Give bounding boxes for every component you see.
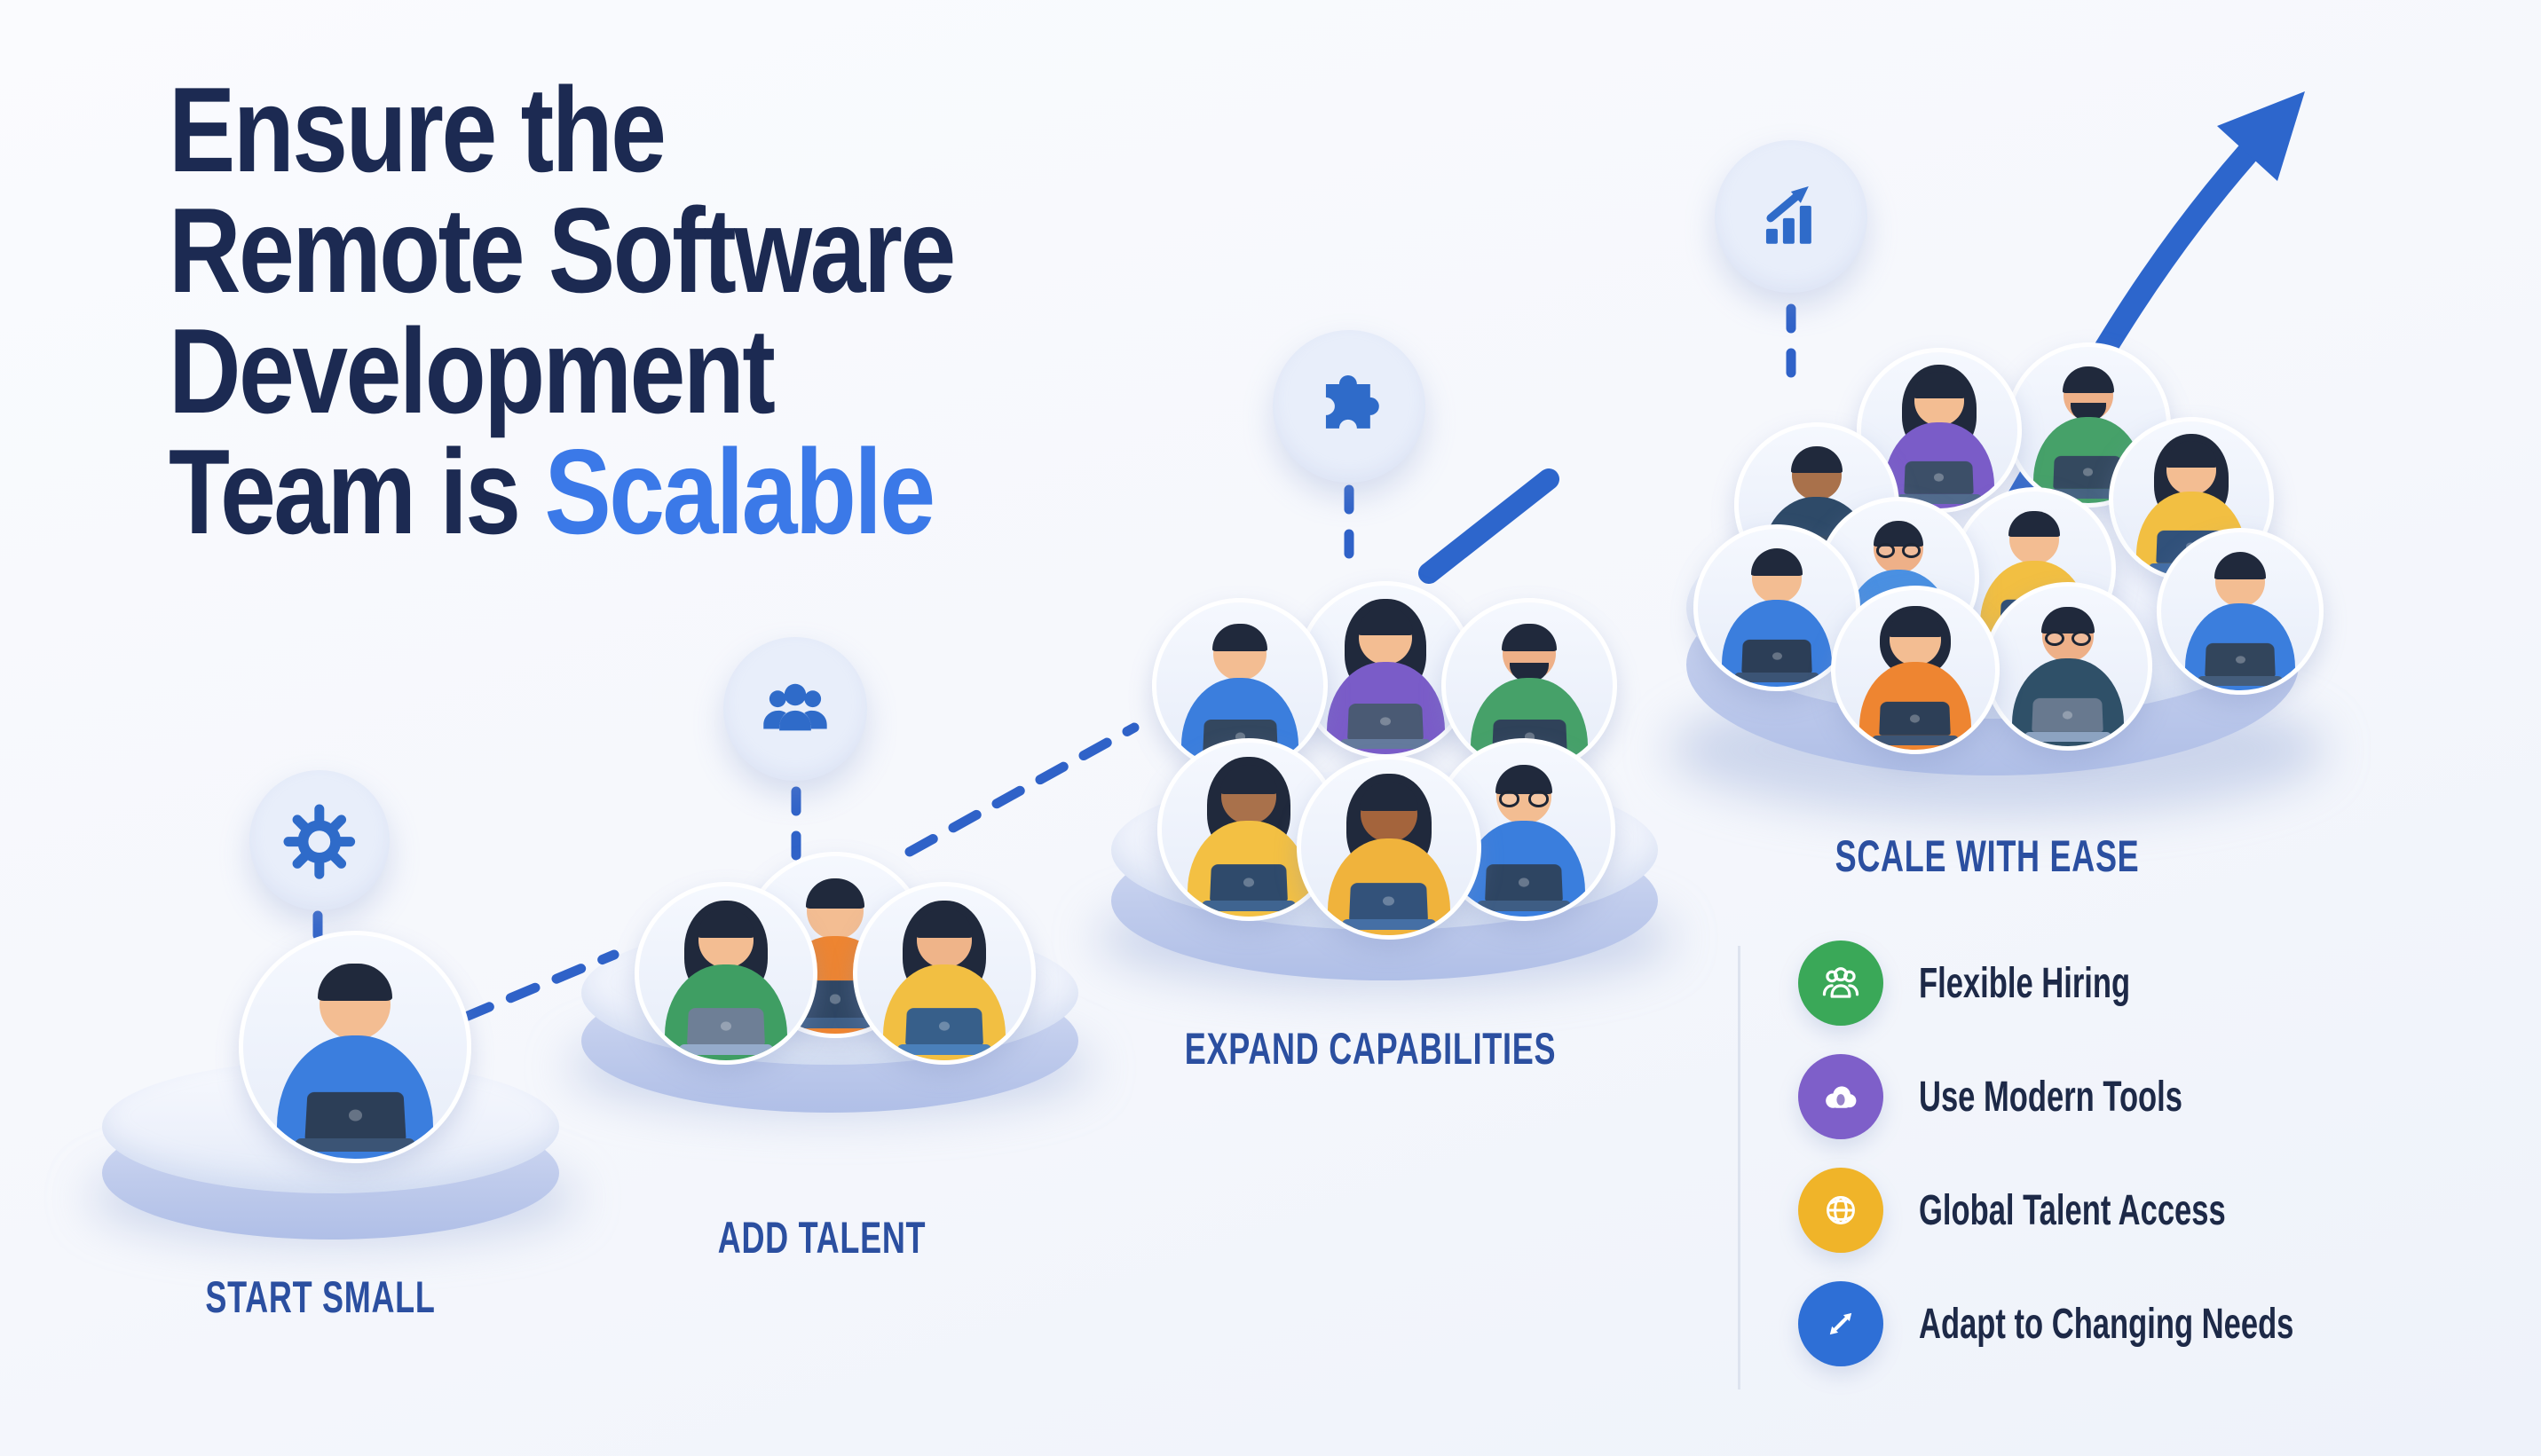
laptop-base: [2024, 731, 2111, 742]
avatar: [635, 882, 817, 1065]
growth-chart-badge: [1715, 140, 1867, 293]
team-badge: [723, 637, 867, 781]
team-member: [1297, 755, 1481, 940]
trend-segment: [1418, 468, 1559, 584]
avatar: [1831, 586, 2000, 754]
puzzle-badge: [1273, 330, 1425, 483]
laptop-icon: [2205, 642, 2276, 677]
team-member: [635, 882, 817, 1065]
team-member: [239, 931, 471, 1163]
puzzle-icon: [1326, 375, 1379, 429]
stage-label-scale-with-ease: SCALE WITH EASE: [1835, 831, 2140, 881]
laptop-base: [1341, 919, 1437, 931]
avatar: [1297, 755, 1481, 940]
legend-divider: [1738, 946, 1740, 1389]
title-line: Development: [169, 303, 776, 438]
stage-label-start-small: START SMALL: [205, 1272, 436, 1322]
avatar: [2157, 528, 2324, 695]
team-member: [1831, 586, 2000, 754]
laptop-base: [1733, 672, 1820, 682]
team-member: [1984, 582, 2152, 751]
laptop-base: [1202, 901, 1296, 912]
globe-icon: [1798, 1168, 1883, 1253]
laptop-icon: [1879, 702, 1952, 736]
team-member: [2109, 417, 2274, 582]
title-line: Team is Scalable: [169, 431, 954, 552]
team-icon: [763, 683, 827, 731]
title-line-prefix: Team is: [169, 424, 545, 559]
hair: [2214, 552, 2267, 579]
legend: Flexible Hiring Use Modern Tools: [1738, 940, 2430, 1395]
laptop-icon: [1741, 639, 1812, 673]
legend-label: Global Talent Access: [1919, 1186, 2226, 1234]
laptop-base: [1897, 494, 1982, 504]
laptop-base: [1477, 901, 1571, 912]
laptop-base: [1872, 735, 1959, 745]
title-highlight: Scalable: [544, 424, 935, 559]
laptop-base: [897, 1044, 991, 1056]
growth-arrow-head: [2217, 91, 2305, 181]
glasses: [1498, 790, 1550, 807]
stage-label-add-talent: ADD TALENT: [717, 1213, 927, 1263]
stage-label-expand-capabilities: EXPAND CAPABILITIES: [1184, 1024, 1557, 1074]
legend-item: Flexible Hiring: [1798, 940, 2430, 1026]
beard: [1510, 662, 1549, 683]
laptop-base: [787, 1018, 883, 1028]
glasses: [2044, 630, 2092, 646]
team-member: [2157, 528, 2324, 695]
gear-badge: [249, 770, 390, 910]
avatar: [1984, 582, 2152, 751]
laptop-base: [294, 1138, 416, 1153]
title-line: Ensure the: [169, 62, 667, 197]
dashed-connector-1-2: [414, 949, 619, 1042]
avatar: [853, 882, 1036, 1065]
cloud-icon: [1798, 1054, 1883, 1139]
legend-item: Adapt to Changing Needs: [1798, 1281, 2430, 1366]
expand-arrows-icon: [1798, 1281, 1883, 1366]
hair: [2062, 366, 2115, 393]
team-icon: [1798, 940, 1883, 1026]
hair: [1790, 446, 1843, 473]
hair: [2008, 510, 2060, 538]
legend-label: Use Modern Tools: [1919, 1073, 2182, 1121]
legend-label: Flexible Hiring: [1919, 959, 2131, 1007]
page-title: Ensure the Remote Software Development T…: [169, 69, 1115, 552]
laptop-icon: [2032, 698, 2104, 733]
legend-item: Use Modern Tools: [1798, 1054, 2430, 1139]
title-line: Remote Software: [169, 183, 956, 318]
avatar: [239, 931, 471, 1163]
laptop-base: [679, 1044, 773, 1056]
hair: [2041, 606, 2095, 634]
laptop-base: [2197, 675, 2284, 686]
laptop-base: [2046, 489, 2131, 499]
team-member: [1693, 524, 1860, 691]
legend-label: Adapt to Changing Needs: [1919, 1300, 2294, 1348]
growth-chart-icon: [1766, 186, 1811, 244]
team-member: [853, 882, 1036, 1065]
laptop-base: [1339, 738, 1432, 750]
avatar: [2109, 417, 2274, 582]
hair: [1750, 548, 1803, 576]
team-member: [1157, 738, 1340, 921]
dashed-connector-2-3: [904, 722, 1140, 857]
gear-icon: [283, 804, 356, 879]
avatar: [1157, 738, 1340, 921]
glasses: [1876, 543, 1921, 558]
legend-item: Global Talent Access: [1798, 1168, 2430, 1253]
